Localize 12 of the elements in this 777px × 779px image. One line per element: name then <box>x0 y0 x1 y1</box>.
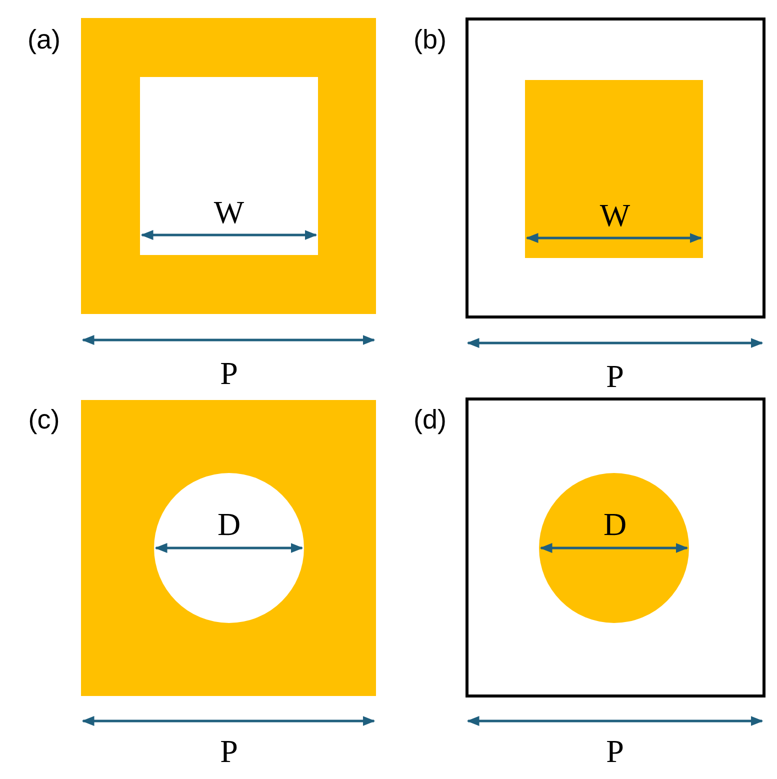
dimension-label: D <box>217 508 241 540</box>
dimension-label: P <box>220 357 238 389</box>
panel-label: (d) <box>414 406 446 434</box>
panel-label: (c) <box>28 406 60 434</box>
dimension-label: W <box>214 196 244 228</box>
dimension-label: P <box>220 735 238 767</box>
dimension-label: D <box>603 508 627 540</box>
dimension-label: W <box>600 199 630 231</box>
dimension-label: P <box>606 735 624 767</box>
panel-label: (b) <box>414 26 446 54</box>
dimension-label: P <box>606 360 624 392</box>
panel-label: (a) <box>28 26 60 54</box>
